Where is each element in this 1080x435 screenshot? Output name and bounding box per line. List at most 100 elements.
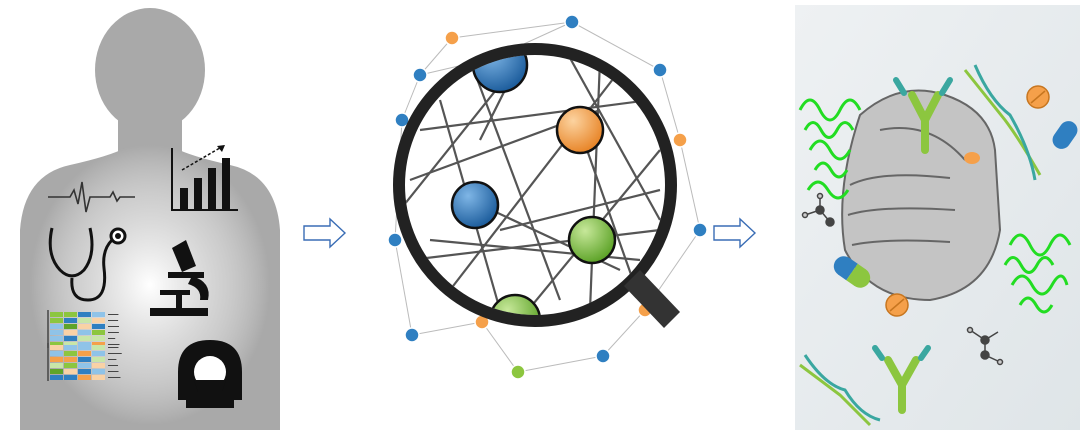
network-edge [559, 55, 661, 221]
heatmap-cell [50, 324, 63, 329]
network-edge [481, 321, 519, 373]
patient-panel [20, 8, 280, 430]
lens-network [405, 55, 665, 315]
heatmap-cell [78, 369, 91, 374]
network-node [672, 132, 688, 148]
heatmap-cell [78, 342, 91, 347]
heatmap-cell [64, 342, 77, 347]
heatmap-cell [92, 324, 105, 329]
stethoscope-icon [48, 227, 127, 302]
heatmap-cell [64, 369, 77, 374]
network-edge [451, 21, 573, 39]
network-edge [468, 59, 562, 301]
heatmap-cell [92, 351, 105, 356]
heatmap-cell [78, 330, 91, 335]
heatmap-cell [92, 375, 105, 380]
heatmap-cell [50, 363, 63, 368]
flow-arrow-1 [303, 217, 347, 249]
network-node [692, 222, 708, 238]
heatmap-cell [64, 357, 77, 362]
heatmap-cell [50, 369, 63, 374]
network-edge [659, 69, 681, 141]
heatmap-cell [78, 312, 91, 317]
heatmap-cell [78, 345, 91, 350]
heatmap-cell [92, 318, 105, 323]
heatmap-cell [92, 330, 105, 335]
heatmap-cell [92, 336, 105, 341]
dna-helix-icon [799, 64, 1042, 427]
ecg-trace-icon [48, 181, 135, 213]
small-molecule-icon [801, 192, 1004, 366]
magnifying-glass-icon [393, 43, 680, 328]
heatmap-cell [92, 345, 105, 350]
heatmap-cell [78, 324, 91, 329]
omics-heatmap-icon [47, 310, 122, 381]
network-node [412, 67, 428, 83]
heatmap-cell [50, 336, 63, 341]
network-edge [571, 21, 661, 71]
heatmap-cell [50, 345, 63, 350]
heatmap-cell [64, 351, 77, 356]
heatmap-cell [50, 330, 63, 335]
heatmap-cell [78, 336, 91, 341]
heatmap-cell [64, 363, 77, 368]
network-node [404, 327, 420, 343]
mri-scanner-icon [178, 340, 242, 408]
heatmap-cell [78, 375, 91, 380]
bar-chart-trend-icon [171, 144, 238, 211]
heatmap-cell [64, 318, 77, 323]
network-hub-node [567, 215, 617, 265]
heatmap-cell [50, 375, 63, 380]
heatmap-cell [64, 375, 77, 380]
network-node [444, 30, 460, 46]
network-node [510, 364, 526, 380]
network-edge [401, 74, 421, 121]
heatmap-cell [92, 342, 105, 347]
heatmap-cell [50, 312, 63, 317]
network-edge [588, 59, 602, 311]
heatmap-cell [92, 312, 105, 317]
heatmap-cell [50, 357, 63, 362]
heatmap-cell [92, 369, 105, 374]
heatmap-cell [64, 330, 77, 335]
network-edge [679, 139, 701, 231]
pill-capsule-icon [833, 121, 1078, 288]
network-node [387, 232, 403, 248]
network-hub-node [555, 105, 605, 155]
network-edge [578, 129, 642, 301]
network-edge [411, 321, 483, 336]
network-edge [499, 188, 661, 232]
network-edge [419, 98, 651, 132]
heatmap-cell [64, 312, 77, 317]
heatmap-cell [50, 318, 63, 323]
network-edge [394, 239, 413, 336]
heatmap-cell [64, 336, 77, 341]
network-node [595, 348, 611, 364]
antibody-icon [872, 77, 953, 414]
heatmap-cell [92, 357, 105, 362]
heatmap-cell [92, 363, 105, 368]
network-node [652, 62, 668, 78]
tablet-icon [885, 85, 1050, 317]
heatmap-cell [50, 342, 63, 347]
heatmap-cell [64, 324, 77, 329]
network-edge [449, 69, 621, 291]
network-edge [517, 355, 604, 373]
heatmap-cell [78, 363, 91, 368]
heatmap-cell [64, 345, 77, 350]
network-edge [419, 37, 453, 76]
protein-structure-icon [798, 98, 1072, 314]
network-panel [387, 14, 708, 380]
network-node [564, 14, 580, 30]
heatmap-cell [78, 351, 91, 356]
heatmap-cell [78, 318, 91, 323]
network-edge [602, 309, 646, 357]
network-hub-node [488, 293, 542, 315]
microscope-icon [150, 240, 209, 316]
flow-arrow-2 [713, 217, 757, 249]
network-hub-node [450, 180, 500, 230]
heatmap-cell [78, 357, 91, 362]
network-edge [409, 228, 661, 262]
